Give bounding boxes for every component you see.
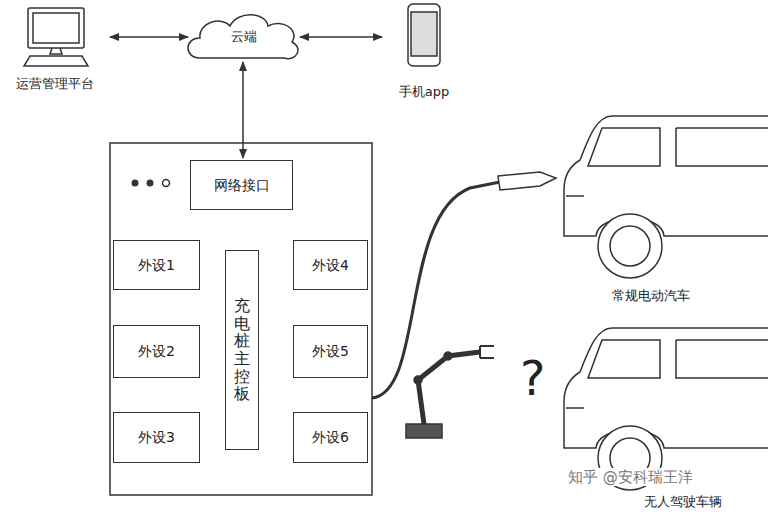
platform-node: 运营管理平台 bbox=[2, 2, 108, 92]
process-box: 外设5 bbox=[293, 325, 368, 378]
ev-car bbox=[564, 116, 768, 278]
process-box: 外设1 bbox=[113, 240, 200, 290]
connector-arrow bbox=[242, 62, 244, 158]
question-mark: ? bbox=[520, 350, 545, 408]
process-box: 外设2 bbox=[113, 325, 200, 378]
node-text: 外设6 bbox=[312, 429, 349, 446]
monitor-stand bbox=[50, 48, 62, 54]
controller-box: 充电桩主控板 bbox=[225, 250, 259, 450]
node-text: 外设4 bbox=[312, 257, 349, 274]
node-text: 外设1 bbox=[138, 257, 175, 274]
connector-arrow bbox=[110, 36, 188, 38]
process-box: 网络接口 bbox=[190, 160, 293, 210]
connector-arrow bbox=[300, 36, 382, 38]
node-text: 云端 bbox=[231, 29, 257, 45]
node-text: 充电桩主控板 bbox=[234, 297, 250, 403]
process-box: 外设6 bbox=[293, 412, 368, 463]
status-dot bbox=[132, 180, 139, 187]
node-text: 运营管理平台 bbox=[16, 76, 94, 92]
robot-arm bbox=[406, 346, 494, 438]
process-box: 外设4 bbox=[293, 240, 368, 290]
phone-icon bbox=[408, 4, 440, 66]
process-box: 外设3 bbox=[113, 412, 200, 463]
keyboard-icon bbox=[24, 56, 88, 66]
status-dot bbox=[147, 180, 154, 187]
node-text: 网络接口 bbox=[214, 177, 270, 194]
node-text: 手机app bbox=[399, 84, 449, 100]
car-label: 无人驾驶车辆 bbox=[642, 494, 724, 510]
driverless-car bbox=[564, 328, 768, 490]
phone-screen bbox=[411, 12, 437, 56]
node-text: 外设5 bbox=[312, 343, 349, 360]
cloud-shape bbox=[188, 15, 298, 59]
monitor-screen bbox=[33, 13, 79, 43]
app-node: 手机app bbox=[384, 2, 464, 100]
node-text: 外设3 bbox=[138, 429, 175, 446]
node-text: 外设2 bbox=[138, 343, 175, 360]
monitor-icon bbox=[28, 8, 84, 48]
status-dot bbox=[163, 180, 170, 187]
charging-gun bbox=[498, 172, 556, 190]
cloud-node: 云端 bbox=[190, 14, 298, 60]
car-label: 常规电动汽车 bbox=[612, 288, 690, 304]
charging-pile-housing bbox=[110, 143, 372, 495]
watermark: 知乎 @安科瑞王洋 bbox=[566, 468, 695, 486]
